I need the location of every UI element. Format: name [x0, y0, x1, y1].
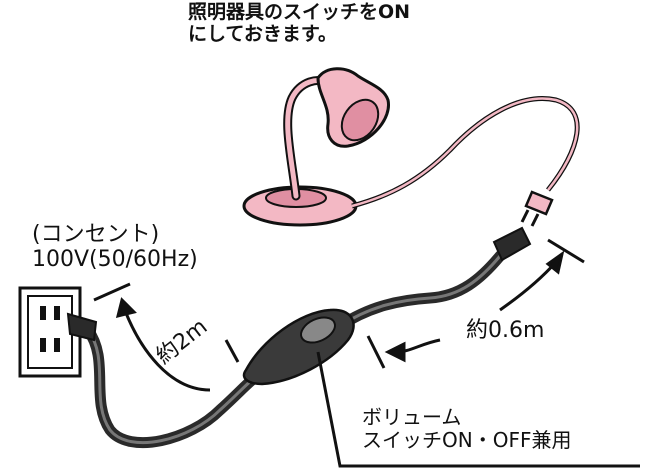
volume-switch — [242, 308, 355, 386]
switch-line-1: ボリューム — [362, 405, 462, 429]
arrow-06m — [384, 250, 565, 363]
dimension-marks — [93, 238, 585, 369]
cord-socket — [492, 226, 532, 262]
switch-line-2: スイッチON・OFF兼用 — [362, 428, 572, 452]
volume-knob — [300, 316, 336, 344]
instruction-line-2: にしておきます。 — [188, 22, 337, 45]
outlet-plug — [66, 312, 98, 342]
instruction-label: 照明器具のスイッチをON にしておきます。 — [188, 1, 411, 46]
cord-length-06m-label: 約0.6m — [466, 318, 545, 343]
outlet-line-1: (コンセント) — [32, 222, 160, 247]
arrow-2m — [115, 297, 211, 392]
controller-cord — [66, 226, 532, 449]
outlet-line-2: 100V(50/60Hz) — [32, 247, 198, 273]
switch-leader-line — [316, 351, 640, 468]
instruction-line-1: 照明器具のスイッチをON — [188, 1, 411, 23]
switch-label: ボリューム スイッチON・OFF兼用 — [362, 406, 571, 452]
lamp-plug — [520, 190, 554, 227]
outlet-label: (コンセント) 100V(50/60Hz) — [32, 222, 198, 273]
desk-lamp — [242, 67, 580, 227]
